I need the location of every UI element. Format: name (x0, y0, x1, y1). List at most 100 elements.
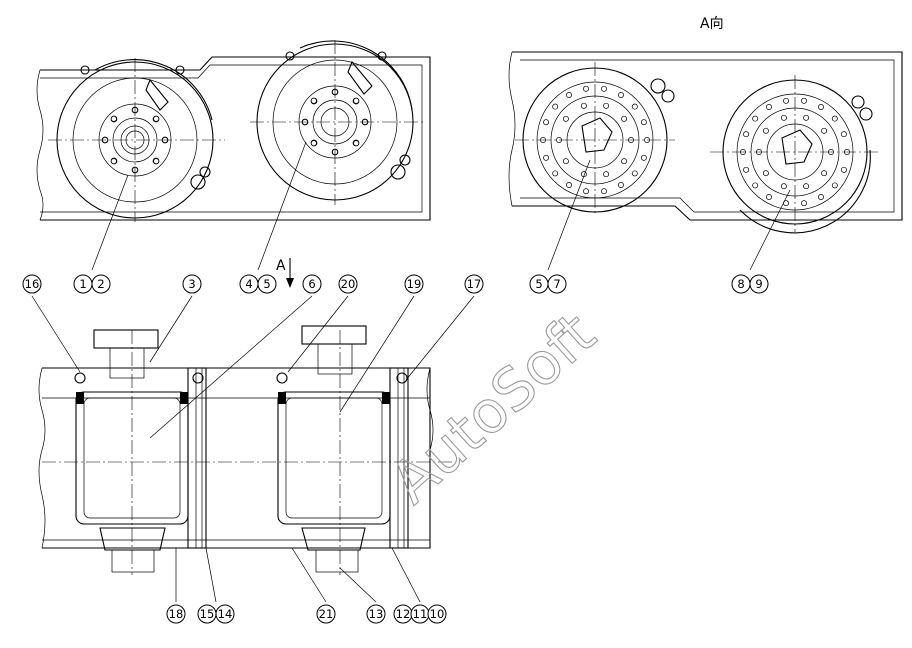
bolt-hole (562, 115, 569, 122)
bolt-hole (153, 115, 160, 122)
bolt-hole (766, 104, 772, 110)
bolt-hole (756, 149, 762, 155)
callout-circle (464, 274, 484, 294)
bolt-hole (603, 171, 610, 178)
callout-c5a: 5 (257, 274, 277, 294)
bolt-hole (640, 154, 647, 161)
bolt-hole (831, 182, 838, 189)
callout-c2: 2 (91, 274, 111, 294)
bolt-hole (540, 137, 546, 143)
bolt-hole (543, 154, 550, 161)
callout-c16: 16 (22, 274, 42, 294)
callout-number: 20 (341, 277, 356, 291)
bolt-hole (601, 188, 607, 195)
drum-1-end (48, 58, 225, 222)
bolt-hole (740, 149, 746, 155)
callout-c6: 6 (302, 274, 322, 294)
bolt-hole (783, 97, 789, 104)
bolt-hole (743, 131, 750, 138)
callout-c13: 13 (366, 604, 386, 624)
callout-number: 6 (308, 277, 315, 291)
callout-number: 2 (97, 277, 104, 291)
callout-circle (427, 604, 447, 624)
callout-c14: 14 (215, 604, 235, 624)
bolt-hole (132, 167, 138, 173)
bolt-hole (752, 115, 759, 122)
bolt-hole (543, 119, 550, 126)
callout-number: 5 (263, 277, 270, 291)
callout-circle (749, 274, 769, 294)
bolt-hole (162, 137, 168, 143)
bolt-hole (844, 149, 850, 155)
callout-number: 10 (430, 607, 445, 621)
bolt-hole (353, 97, 360, 104)
bolt-hole (552, 170, 559, 177)
bolt-hole (821, 170, 828, 177)
callout-circle (182, 274, 202, 294)
bolt-hole (801, 200, 807, 207)
callout-number: 16 (25, 277, 40, 291)
drum-3-end (515, 62, 675, 215)
bolt-hole (621, 158, 628, 165)
callout-circle (316, 604, 336, 624)
callout-c11: 11 (410, 604, 430, 624)
bolt-hole (302, 119, 308, 125)
callout-c19: 19 (404, 274, 424, 294)
callout-number: 11 (413, 607, 428, 621)
callout-circle (22, 274, 42, 294)
bolt-hole (752, 182, 759, 189)
bolt-hole (332, 89, 338, 95)
callout-c17: 17 (464, 274, 484, 294)
bolt-hole (353, 140, 360, 147)
callout-circle (366, 604, 386, 624)
bolt-hole (640, 119, 647, 126)
callout-c15: 15 (197, 604, 217, 624)
callout-c12: 12 (393, 604, 413, 624)
watermark-logo: AutoSoft (378, 299, 609, 516)
callout-c9: 9 (749, 274, 769, 294)
bolt-hole (631, 170, 638, 177)
drum-1-section (75, 329, 207, 575)
bolt-hole (566, 182, 572, 188)
callout-number: 9 (755, 277, 762, 291)
bolt-hole (362, 119, 368, 125)
callout-circle (257, 274, 277, 294)
bolt-hole (618, 182, 624, 188)
bolt-hole (803, 114, 810, 121)
leader-lines (31, 141, 791, 603)
callout-circle (166, 604, 186, 624)
view-direction-label: A向 (700, 16, 724, 32)
bolt-hole (583, 85, 589, 92)
bolt-hole (621, 115, 628, 122)
callout-number: 13 (369, 607, 384, 621)
bolt-hole (566, 92, 572, 98)
top-left-view (36, 40, 431, 222)
callout-number: 7 (553, 277, 560, 291)
bolt-hole (762, 127, 769, 134)
callout-circle (215, 604, 235, 624)
callout-number: 3 (188, 277, 195, 291)
bolt-hole (818, 104, 824, 110)
bolt-hole (803, 183, 810, 190)
bolt-hole (828, 149, 834, 155)
callout-circle (302, 274, 322, 294)
section-arrow: A (276, 258, 294, 288)
callout-circle (547, 274, 567, 294)
callout-number: 5 (535, 277, 542, 291)
callout-c1: 1 (73, 274, 93, 294)
callout-number: 18 (169, 607, 184, 621)
callout-c8: 8 (731, 274, 751, 294)
callout-number: 8 (737, 277, 744, 291)
callout-c10: 10 (427, 604, 447, 624)
drum-4-end (710, 75, 880, 234)
bolt-hole (628, 137, 634, 143)
callout-circle (338, 274, 358, 294)
bolt-hole (780, 183, 787, 190)
bolt-hole (780, 114, 787, 121)
bolt-hole (762, 170, 769, 177)
callout-c5b: 5 (529, 274, 549, 294)
bolt-hole (603, 102, 610, 109)
bolt-hole (580, 102, 587, 109)
